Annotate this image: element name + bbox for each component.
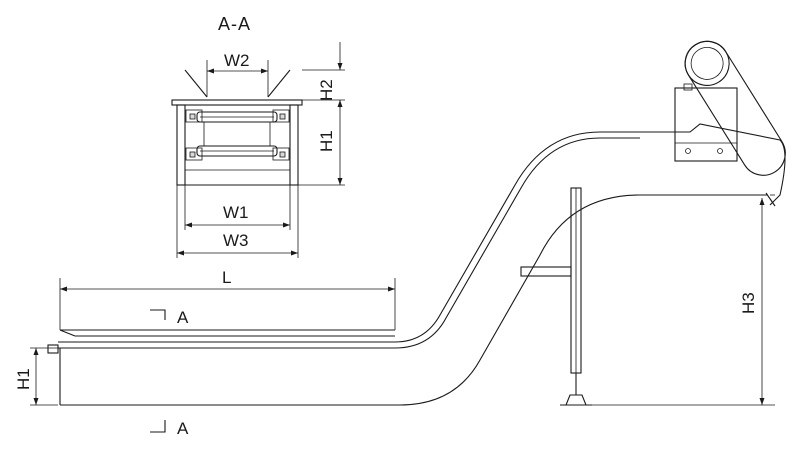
h3-arrow-top — [759, 198, 765, 205]
left-upper-guide — [185, 109, 203, 123]
h1-arrow-bottom — [33, 398, 39, 405]
h2-label: H2 — [317, 79, 336, 101]
h1-section-label: H1 — [317, 130, 336, 152]
bolt-1 — [685, 148, 691, 154]
bracket-tab — [683, 83, 693, 91]
incline-bottom-curve — [399, 194, 641, 406]
drain-fitting — [47, 344, 59, 354]
roller-lu — [189, 113, 196, 120]
right-upper-guide — [272, 109, 290, 123]
belt-core — [203, 121, 271, 147]
tank-lip — [59, 329, 76, 337]
head-housing — [640, 123, 786, 206]
h3-label: H3 — [739, 292, 758, 314]
roller-ru — [279, 113, 286, 120]
w2-arrow-right — [261, 68, 268, 74]
section-top-plate — [171, 99, 303, 106]
right-hopper-flap — [267, 69, 291, 98]
section-mark-top: A — [177, 308, 189, 327]
w3-arrow-right — [291, 250, 298, 256]
bolt-2 — [717, 148, 723, 154]
w3-arrow-left — [177, 250, 184, 256]
h2-arrow-top — [337, 63, 343, 70]
section-a-a: A-A W2 — [171, 14, 345, 258]
right-lower-guide — [272, 147, 290, 161]
section-left-wall — [176, 104, 186, 186]
foot-pad — [565, 394, 587, 406]
motor-end-cap — [684, 40, 730, 86]
l-arrow-left — [60, 286, 67, 292]
incline-top-outer — [394, 131, 640, 343]
l-label: L — [222, 268, 231, 287]
motor-bracket — [674, 87, 738, 162]
h1s-arrow-bottom — [337, 178, 343, 185]
w1-label: W1 — [223, 203, 249, 222]
discharge-lip — [765, 192, 776, 207]
motor-end-ring — [690, 46, 724, 80]
lower-belt-plate — [196, 145, 278, 157]
w2-label: W2 — [224, 51, 250, 70]
w1-arrow-right — [283, 222, 290, 228]
section-cut-bottom — [150, 420, 166, 433]
section-title: A-A — [218, 14, 251, 34]
incline-top-inner — [394, 137, 640, 349]
h3-arrow-bottom — [759, 398, 765, 405]
left-hopper-flap — [184, 69, 208, 98]
left-lower-guide — [185, 147, 203, 161]
w1-arrow-left — [185, 222, 192, 228]
h1-side-label: H1 — [14, 368, 33, 390]
section-right-wall — [289, 104, 299, 186]
support-arm — [520, 266, 572, 277]
gear-motor — [684, 40, 786, 176]
w3-label: W3 — [223, 231, 249, 250]
l-arrow-right — [388, 286, 395, 292]
section-mark-bottom: A — [177, 419, 189, 438]
roller-rl — [279, 151, 286, 158]
section-cut-top — [150, 309, 166, 320]
side-view: L — [14, 40, 786, 438]
roller-ll — [189, 151, 196, 158]
h1-arrow-top — [33, 348, 39, 355]
w2-arrow-left — [207, 68, 214, 74]
